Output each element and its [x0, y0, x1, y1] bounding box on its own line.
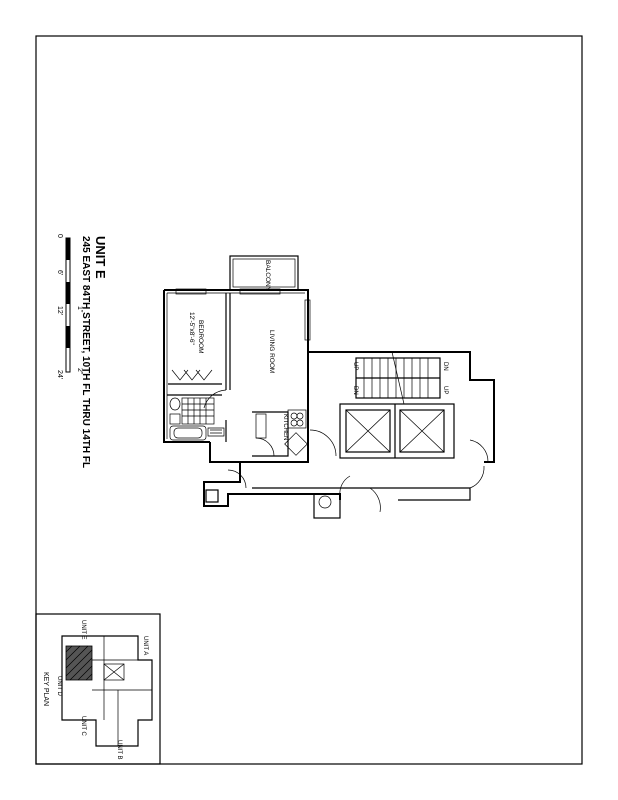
- kitchen: KITCHEN: [252, 409, 308, 457]
- balcony: BALCONY: [229, 255, 299, 292]
- living-room-label: LIVING ROOM: [268, 330, 275, 373]
- sheet-border: [35, 35, 583, 765]
- scale-tick-6: 6': [56, 270, 63, 275]
- scale-bar: 0 6' 12' 1" 2" 24': [56, 234, 83, 379]
- elevators: [339, 403, 455, 459]
- title-block: UNIT E 245 EAST 84TH STREET, 10TH FL THR…: [80, 236, 108, 468]
- floor-plan: BALCONY BEDROOM 12'-5"x8'-6": [163, 255, 495, 519]
- stairs-up-1: UP: [352, 362, 358, 370]
- unit-outer-wall: [163, 289, 309, 443]
- bathroom: [167, 394, 222, 441]
- bedroom: BEDROOM 12'-5"x8'-6": [168, 312, 222, 385]
- corridor-wall: [203, 351, 495, 507]
- key-unit-a: UNIT A: [142, 636, 148, 655]
- stairs-dn-1: DN: [442, 362, 448, 371]
- scale-tick-2in: 2": [76, 368, 83, 375]
- bedroom-label: BEDROOM: [197, 320, 204, 354]
- scale-tick-0: 0: [56, 234, 63, 238]
- scale-tick-12: 12': [56, 306, 63, 315]
- key-unit-e: UNIT E: [80, 620, 86, 640]
- stairs-up-2: UP: [442, 386, 448, 394]
- key-unit-c: UNIT C: [80, 716, 86, 737]
- unit-title: UNIT E: [93, 236, 108, 279]
- stairs-dn-2: DN: [352, 386, 358, 395]
- kitchen-label: KITCHEN: [282, 414, 288, 440]
- balcony-label: BALCONY: [264, 260, 271, 292]
- key-plan: UNIT A UNIT B UNIT C UNIT D UNIT E KEY P…: [42, 620, 153, 760]
- scale-tick-24: 24': [56, 370, 63, 379]
- scale-tick-1in: 1": [76, 306, 83, 313]
- key-unit-d: UNIT D: [56, 676, 62, 697]
- stairs: UP DN UP DN: [352, 351, 448, 405]
- address-line: 245 EAST 84TH STREET, 10TH FL THRU 14TH …: [80, 236, 91, 468]
- key-plan-frame: [35, 613, 161, 765]
- bedroom-dims: 12'-5"x8'-6": [188, 312, 195, 345]
- key-plan-title: KEY PLAN: [42, 672, 49, 706]
- key-unit-b: UNIT B: [116, 740, 122, 760]
- utility-closet: [313, 493, 341, 519]
